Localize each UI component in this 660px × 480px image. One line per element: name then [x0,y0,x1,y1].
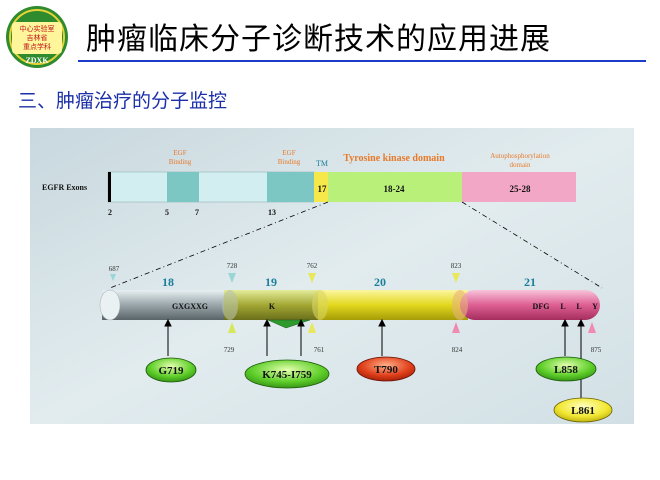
pos-875: 875 [591,346,602,354]
pos-687: 687 [109,265,120,273]
segment-25-28-label: 25-28 [510,184,531,194]
pos-762: 762 [307,262,318,270]
mutation-l858-pill [535,356,597,382]
egf-binding-2-line2: Binding [278,158,301,166]
mutation-l858: L858 [554,364,578,376]
mutation-g719: G719 [158,365,184,377]
mutation-l861-pill [553,397,613,423]
detail-exon-19: 19 [265,275,277,289]
detail-exon-21: 21 [524,275,536,289]
cylinder-join-20-21 [452,290,468,320]
auto-domain-line1: Autophosphorylation [490,152,550,160]
cylinder-join-18-19 [222,290,238,320]
cylinder-exon-21 [460,290,600,320]
zoom-line-right [461,201,603,289]
egfr-exons-label: EGFR Exons [42,183,87,192]
motif-y: Y [592,302,598,311]
mutation-k745-i759-pill [244,359,330,389]
auto-domain-line2: domain [510,161,531,169]
tm-segment [314,172,328,202]
segment-18-24-label: 18-24 [384,184,405,194]
detail-exon-18: 18 [162,275,174,289]
mutation-l861: L861 [571,405,595,417]
pos-728: 728 [227,262,238,270]
mutation-k745-i759: K745-I759 [262,369,312,381]
pos-823: 823 [451,262,462,270]
pos-687-marker [110,274,116,281]
logo-line-1: 中心实验室 [20,24,55,33]
tk-domain-label: Tyrosine kinase domain [343,153,445,164]
motif-gxgxxg: GXGXXG [172,302,208,311]
tyrosine-kinase-segment [328,172,462,202]
egf-binding-2-line1: EGF [282,149,295,157]
egfr-diagram: EGFR Exons EGF Binding EGF Binding TM Ty… [30,128,634,424]
logo-line-4: ZDXK [25,56,49,65]
pos-761: 761 [314,346,325,354]
tm-label: TM [316,159,328,168]
logo-line-2: 吉林省 [27,33,48,42]
pos-824: 824 [452,346,463,354]
cylinder-exon-20 [318,290,468,320]
detail-exon-20: 20 [374,275,386,289]
n-terminal-marker [108,172,111,202]
pos-823-marker [452,273,460,283]
pos-762-marker [308,273,316,283]
egf-binding-segment-2 [267,172,314,202]
exon-tick-13: 13 [268,208,276,217]
motif-l-2: L [576,302,581,311]
egfr-diagram-svg: EGFR Exons EGF Binding EGF Binding TM Ty… [30,128,634,424]
page-title: 肿瘤临床分子诊断技术的应用进展 [86,22,551,57]
motif-l-1: L [560,302,565,311]
mutation-t790: T790 [374,364,398,376]
cylinder-exon-19 [224,290,320,320]
mutation-t790-pill [356,356,416,382]
pos-875-marker [588,322,596,333]
egf-binding-segment-1 [167,172,199,202]
pos-729-marker [228,322,236,333]
mutation-g719-pill [145,357,197,383]
section-subtitle: 三、肿瘤治疗的分子监控 [18,90,228,112]
title-underline [78,60,646,62]
cylinder-left-cap [99,289,121,321]
motif-dfg: DFG [533,302,550,311]
lab-logo: 中心实验室 吉林省 重点学科 ZDXK [4,4,70,70]
motif-k: K [269,302,276,311]
egf-binding-1-line1: EGF [173,149,186,157]
segment-17-label: 17 [318,184,328,194]
pos-761-marker [308,322,316,333]
zoom-line-left [109,201,329,289]
pos-824-marker [452,322,460,333]
autophosphorylation-segment [462,172,576,202]
logo-line-3: 重点学科 [23,42,51,51]
exon-tick-2: 2 [108,208,112,217]
logo-emblem-icon: 中心实验室 吉林省 重点学科 ZDXK [6,6,68,68]
pos-728-marker [228,273,236,283]
exon-tick-5: 5 [165,208,169,217]
egf-binding-1-line2: Binding [169,158,192,166]
pos-729: 729 [224,346,235,354]
cylinder-join-19-20 [312,290,328,320]
exon-tick-7: 7 [195,208,199,217]
